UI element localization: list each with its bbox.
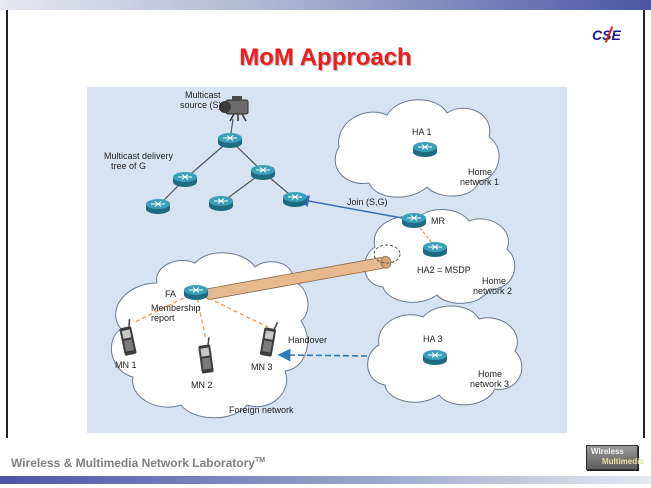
tree-router-left-icon	[172, 171, 198, 188]
right-border-line	[643, 10, 645, 438]
tree-leaf-router-2-icon	[208, 195, 234, 212]
tree-root-router-icon	[217, 132, 243, 149]
logo-line-multimedia: Multimedia	[602, 457, 644, 466]
tree-router-right-icon	[250, 164, 276, 181]
bottom-gradient-bar	[0, 476, 651, 484]
join-arrow	[297, 195, 403, 219]
cse-logo: CSE	[592, 26, 621, 43]
membership-report-label: Membership report	[151, 303, 203, 323]
mn3-label: MN 3	[251, 362, 273, 372]
logo-line-wireless: Wireless	[591, 447, 624, 456]
mr-router-icon	[401, 212, 427, 229]
ha3-label: HA 3	[423, 334, 443, 344]
mn2-label: MN 2	[191, 380, 213, 390]
left-border-line	[6, 10, 8, 438]
fa-router-icon	[183, 284, 209, 301]
footer-lab-name: Wireless & Multimedia Network Laboratory…	[11, 456, 265, 470]
mr-label: MR	[431, 216, 445, 226]
ha3-router-icon	[422, 349, 448, 366]
handover-arrow	[277, 348, 368, 362]
ha1-label: HA 1	[412, 127, 432, 137]
home-network-3-label: Home network 3	[470, 369, 509, 389]
handover-label: Handover	[288, 335, 327, 345]
delivery-tree-label: Multicast delivery tree of G	[104, 151, 176, 171]
ha2-label: HA2 = MSDP	[417, 265, 471, 275]
multicast-source-label: Multicast source (S)	[180, 90, 223, 110]
foreign-network-cloud	[111, 252, 309, 419]
multicast-source-icon	[219, 96, 249, 122]
ha2-router-icon	[422, 241, 448, 258]
home-network-1-label: Home network 1	[460, 167, 499, 187]
join-label: Join (S,G)	[347, 197, 388, 207]
mom-network-diagram: Multicast source (S) Multicast delivery …	[87, 87, 567, 433]
mn1-label: MN 1	[115, 360, 137, 370]
top-gradient-bar	[0, 0, 651, 10]
tunnel-endpoint-ring	[373, 244, 401, 264]
footer-trademark: TM	[254, 457, 266, 464]
slide-title: MoM Approach	[239, 44, 412, 71]
tree-leaf-router-3-icon	[282, 191, 308, 208]
membership-report-lines	[132, 291, 269, 341]
tree-leaf-router-1-icon	[145, 198, 171, 215]
home-network-2-label: Home network 2	[473, 276, 512, 296]
fa-label: FA	[165, 289, 176, 299]
foreign-network-label: Foreign network	[229, 405, 294, 415]
ha1-router-icon	[412, 141, 438, 158]
footer-lab-text: Wireless & Multimedia Network Laboratory	[11, 456, 255, 470]
wireless-multimedia-logo: Wireless Multimedia	[586, 445, 644, 470]
